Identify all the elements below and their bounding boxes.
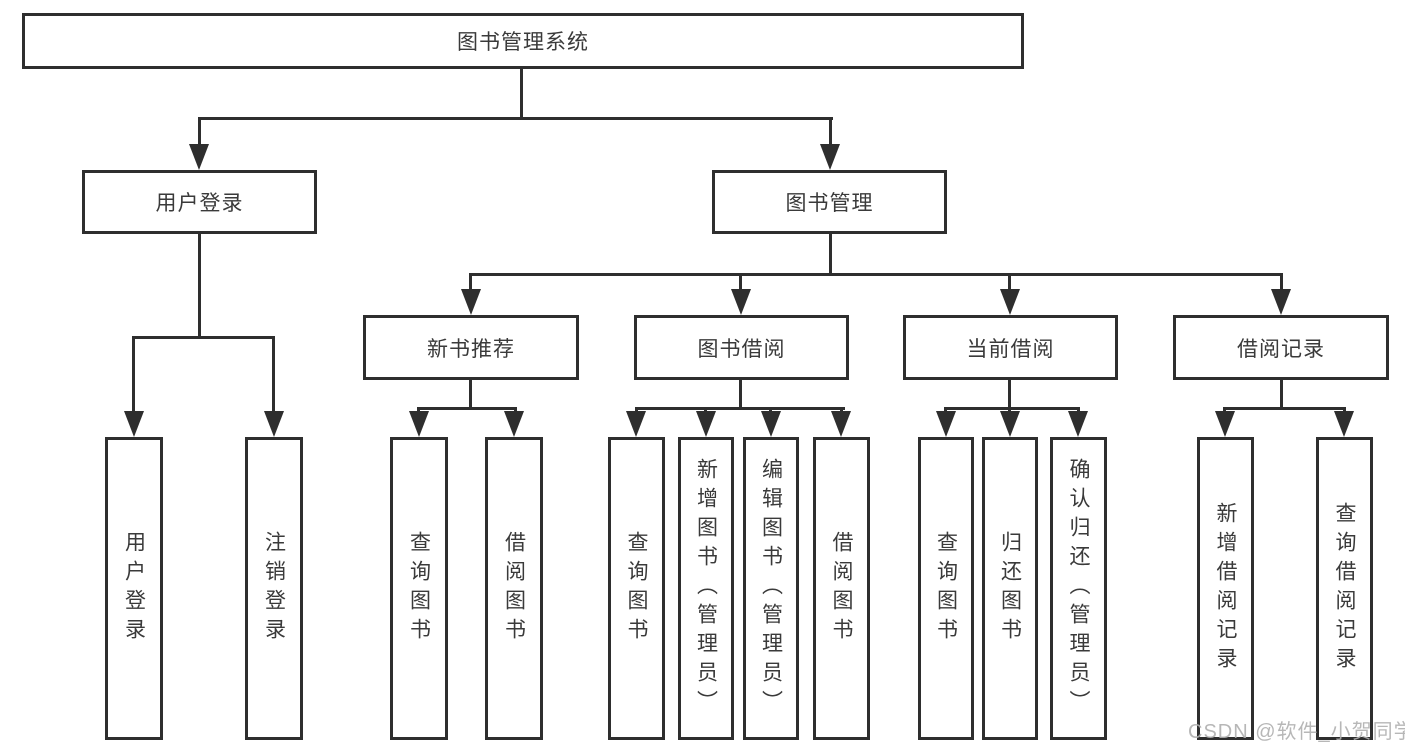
- node-borrow-record: 借阅记录: [1173, 315, 1389, 380]
- node-book-borrow: 图书借阅: [634, 315, 849, 380]
- leaf-record-add-record: 新增借阅记录: [1197, 437, 1254, 740]
- leaf-newbook-query-book-label: 查询图书: [407, 530, 431, 647]
- arrow-down-icon: [696, 411, 716, 437]
- leaf-current-query-book: 查询图书: [918, 437, 974, 740]
- leaf-borrow-add-book-admin-label: 新增图书（管理员）: [694, 458, 718, 719]
- connector-level2-bar: [198, 117, 833, 120]
- node-user-login: 用户登录: [82, 170, 317, 234]
- connector-newbook-shaft: [469, 273, 472, 293]
- arrow-down-icon: [1215, 411, 1235, 437]
- connector-login-stub: [198, 234, 201, 339]
- arrow-down-icon: [1000, 411, 1020, 437]
- leaf-borrow-borrow-book-label: 借阅图书: [830, 530, 853, 647]
- arrow-down-icon: [189, 144, 209, 170]
- leaf-current-confirm-return-admin-label: 确认归还（管理员）: [1067, 458, 1090, 719]
- leaf-newbook-query-book: 查询图书: [390, 437, 448, 740]
- leaf-borrow-borrow-book: 借阅图书: [813, 437, 870, 740]
- leaf-user-login: 用户登录: [105, 437, 163, 740]
- connector-current-stub: [1008, 380, 1011, 410]
- connector-borrow-shaft: [739, 273, 742, 293]
- leaf-record-query-record: 查询借阅记录: [1316, 437, 1373, 740]
- leaf-newbook-borrow-book: 借阅图书: [485, 437, 543, 740]
- connector-userlogin-shaft: [132, 336, 135, 416]
- arrow-down-icon: [504, 411, 524, 437]
- arrow-down-icon: [1068, 411, 1088, 437]
- connector-login-bar: [132, 336, 275, 339]
- connector-current-shaft: [1008, 273, 1011, 293]
- leaf-newbook-borrow-book-label: 借阅图书: [502, 530, 526, 647]
- leaf-borrow-query-book: 查询图书: [608, 437, 665, 740]
- leaf-logout: 注销登录: [245, 437, 303, 740]
- connector-borrow-bar: [635, 407, 845, 410]
- leaf-record-query-record-label: 查询借阅记录: [1333, 501, 1356, 676]
- leaf-logout-label: 注销登录: [262, 530, 286, 647]
- connector-level3-bar: [469, 273, 1283, 276]
- leaf-current-return-book: 归还图书: [982, 437, 1038, 740]
- arrow-down-icon: [1000, 289, 1020, 315]
- connector-borrow-stub: [739, 380, 742, 410]
- arrow-down-icon: [409, 411, 429, 437]
- arrow-down-icon: [461, 289, 481, 315]
- leaf-current-return-book-label: 归还图书: [998, 530, 1022, 647]
- leaf-current-query-book-label: 查询图书: [934, 530, 958, 647]
- connector-current-bar: [944, 407, 1080, 410]
- connector-record-stub: [1280, 380, 1283, 410]
- connector-logout-shaft: [272, 336, 275, 416]
- leaf-borrow-query-book-label: 查询图书: [625, 530, 648, 647]
- connector-record-shaft: [1280, 273, 1283, 293]
- node-book-management: 图书管理: [712, 170, 947, 234]
- arrow-down-icon: [831, 411, 851, 437]
- arrow-down-icon: [1334, 411, 1354, 437]
- connector-newbook-bar: [417, 407, 517, 410]
- connector-login-shaft: [198, 117, 201, 147]
- leaf-borrow-add-book-admin: 新增图书（管理员）: [678, 437, 734, 740]
- arrow-down-icon: [1271, 289, 1291, 315]
- arrow-down-icon: [264, 411, 284, 437]
- arrow-down-icon: [936, 411, 956, 437]
- leaf-user-login-label: 用户登录: [122, 530, 146, 647]
- leaf-current-confirm-return-admin: 确认归还（管理员）: [1050, 437, 1107, 740]
- arrow-down-icon: [124, 411, 144, 437]
- node-library-system: 图书管理系统: [22, 13, 1024, 69]
- csdn-watermark: CSDN @软件_小贺同学: [1188, 721, 1405, 743]
- connector-record-bar: [1223, 407, 1346, 410]
- arrow-down-icon: [626, 411, 646, 437]
- connector-mgmt-shaft: [829, 117, 832, 147]
- node-current-borrow: 当前借阅: [903, 315, 1118, 380]
- arrow-down-icon: [731, 289, 751, 315]
- leaf-record-add-record-label: 新增借阅记录: [1214, 501, 1237, 676]
- leaf-borrow-edit-book-admin-label: 编辑图书（管理员）: [759, 458, 783, 719]
- connector-mgmt-stub: [829, 234, 832, 276]
- connector-newbook-stub: [469, 380, 472, 410]
- leaf-borrow-edit-book-admin: 编辑图书（管理员）: [743, 437, 799, 740]
- connector-root-stub: [520, 68, 523, 120]
- node-new-book-recommend: 新书推荐: [363, 315, 579, 380]
- arrow-down-icon: [820, 144, 840, 170]
- arrow-down-icon: [761, 411, 781, 437]
